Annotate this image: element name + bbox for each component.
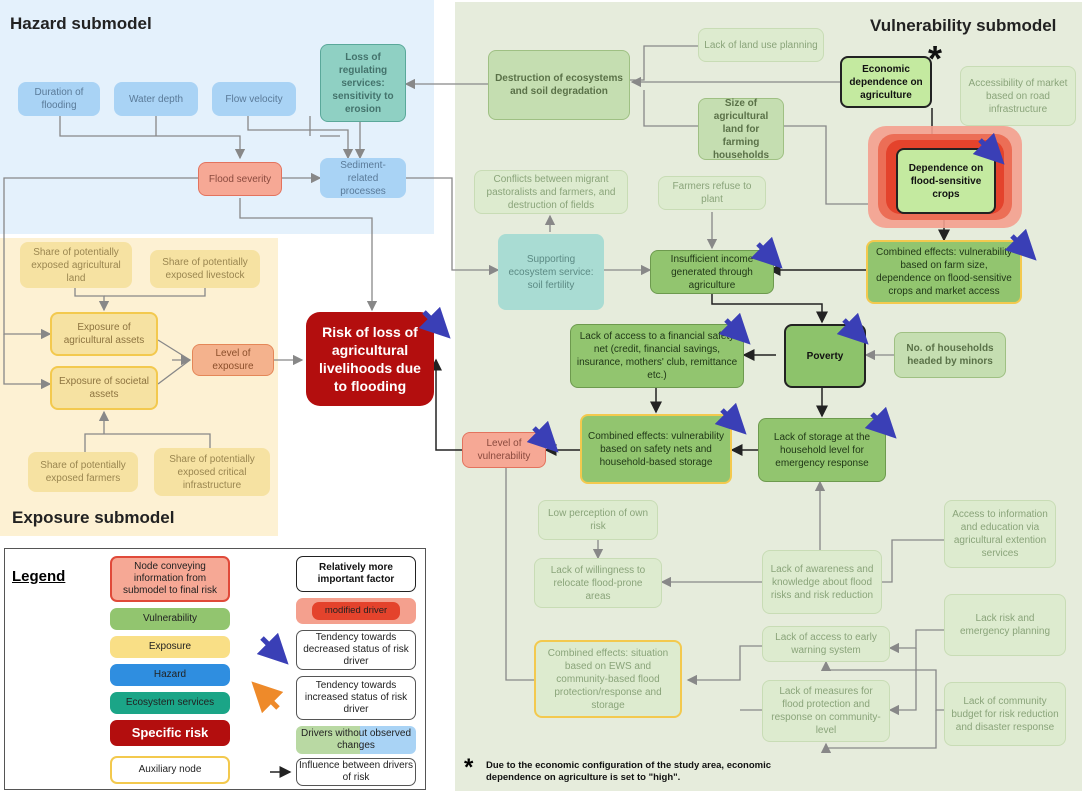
trend-decrease-vulnerability	[526, 420, 559, 453]
legend-exposure: Exposure	[110, 636, 230, 658]
trend-decrease-income	[750, 236, 783, 269]
node-lack-risk-emergency-planning: Lack risk and emergency planning	[944, 594, 1066, 656]
legend-vulnerability: Vulnerability	[110, 608, 230, 630]
legend-influence: Influence between drivers of risk	[296, 758, 416, 786]
trend-decrease-combined-farm	[1004, 228, 1037, 261]
node-loss-regulating-services: Loss of regulating services: sensitivity…	[320, 44, 406, 122]
node-low-perception-risk: Low perception of own risk	[538, 500, 658, 540]
node-level-of-exposure: Level of exposure	[192, 344, 274, 376]
node-combined-ews: Combined effects: situation based on EWS…	[534, 640, 682, 718]
exposure-title: Exposure submodel	[12, 508, 175, 527]
legend-hazard: Hazard	[110, 664, 230, 686]
trend-decrease-storage	[864, 406, 897, 439]
legend-no-change-green	[296, 726, 360, 754]
legend-modified: modified driver	[312, 602, 400, 620]
node-flow-velocity: Flow velocity	[212, 82, 296, 116]
legend-important: Relatively more important factor	[296, 556, 416, 592]
node-lack-awareness: Lack of awareness and knowledge about fl…	[762, 550, 882, 614]
node-lack-storage: Lack of storage at the household level f…	[758, 418, 886, 482]
vulnerability-title: Vulnerability submodel	[870, 16, 1057, 35]
node-water-depth: Water depth	[114, 82, 198, 116]
node-size-agricultural-land: Size of agricultural land for farming ho…	[698, 98, 784, 161]
node-share-livestock: Share of potentially exposed livestock	[150, 250, 260, 288]
hazard-title: Hazard submodel	[10, 14, 152, 33]
node-households-minors: No. of households headed by minors	[894, 332, 1006, 378]
legend-increase-arrow-icon	[251, 681, 284, 714]
legend-decreased: Tendency towards decreased status of ris…	[296, 630, 416, 670]
node-exposure-societal-assets: Exposure of societal assets	[50, 366, 158, 410]
trend-decrease-dependence-crops	[972, 132, 1005, 165]
legend-specific-risk: Specific risk	[110, 720, 230, 746]
node-lack-land-use-planning: Lack of land use planning	[698, 28, 824, 62]
node-duration-of-flooding: Duration of flooding	[18, 82, 100, 116]
node-farmers-refuse: Farmers refuse to plant	[658, 176, 766, 210]
node-sediment-processes: Sediment-related processes	[320, 158, 406, 198]
node-combined-farm-size: Combined effects: vulnerability based on…	[866, 240, 1022, 304]
trend-decrease-combined-safety	[714, 402, 747, 435]
legend-no-change-blue	[360, 726, 416, 754]
legend-decrease-arrow-icon	[256, 632, 289, 665]
legend-ecosystem: Ecosystem services	[110, 692, 230, 714]
node-exposure-agricultural-assets: Exposure of agricultural assets	[50, 312, 158, 356]
node-conflicts-pastoralists: Conflicts between migrant pastoralists a…	[474, 170, 628, 214]
node-access-information: Access to information and education via …	[944, 500, 1056, 568]
legend-increased: Tendency towards increased status of ris…	[296, 676, 416, 720]
footnote-asterisk: *	[464, 754, 474, 781]
node-flood-severity: Flood severity	[198, 162, 282, 196]
node-economic-dependence: Economic dependence on agriculture	[840, 56, 932, 108]
trend-decrease-risk	[418, 306, 451, 339]
node-combined-safety-nets: Combined effects: vulnerability based on…	[580, 414, 732, 484]
node-supporting-ecosystem: Supporting ecosystem service: soil ferti…	[498, 234, 604, 310]
legend-auxiliary: Auxiliary node	[110, 756, 230, 784]
trend-decrease-financial	[718, 312, 751, 345]
node-lack-measures-flood-protection: Lack of measures for flood protection an…	[762, 680, 890, 742]
footnote-text: Due to the economic configuration of the…	[486, 760, 772, 783]
node-share-critical-infrastructure: Share of potentially exposed critical in…	[154, 448, 270, 496]
node-destruction-ecosystems: Destruction of ecosystems and soil degra…	[488, 50, 630, 120]
node-share-agricultural-land: Share of potentially exposed agricultura…	[20, 242, 132, 288]
node-lack-community-budget: Lack of community budget for risk reduct…	[944, 682, 1066, 746]
legend-no-change: Drivers without observed changes	[300, 728, 412, 751]
legend-node-conveying: Node conveying information from submodel…	[110, 556, 230, 602]
node-share-farmers: Share of potentially exposed farmers	[28, 452, 138, 492]
node-lack-early-warning: Lack of access to early warning system	[762, 626, 890, 662]
trend-decrease-poverty	[836, 312, 869, 345]
legend-title: Legend	[12, 568, 66, 585]
node-lack-willingness-relocate: Lack of willingness to relocate flood-pr…	[534, 558, 662, 608]
node-accessibility-market: Accessibility of market based on road in…	[960, 66, 1076, 126]
asterisk-mark: *	[928, 38, 943, 79]
node-lack-financial-safety-net: Lack of access to a financial safety net…	[570, 324, 744, 388]
node-insufficient-income: Insufficient income generated through ag…	[650, 250, 774, 294]
node-risk-loss-livelihoods: Risk of loss of agricultural livelihoods…	[306, 312, 434, 406]
